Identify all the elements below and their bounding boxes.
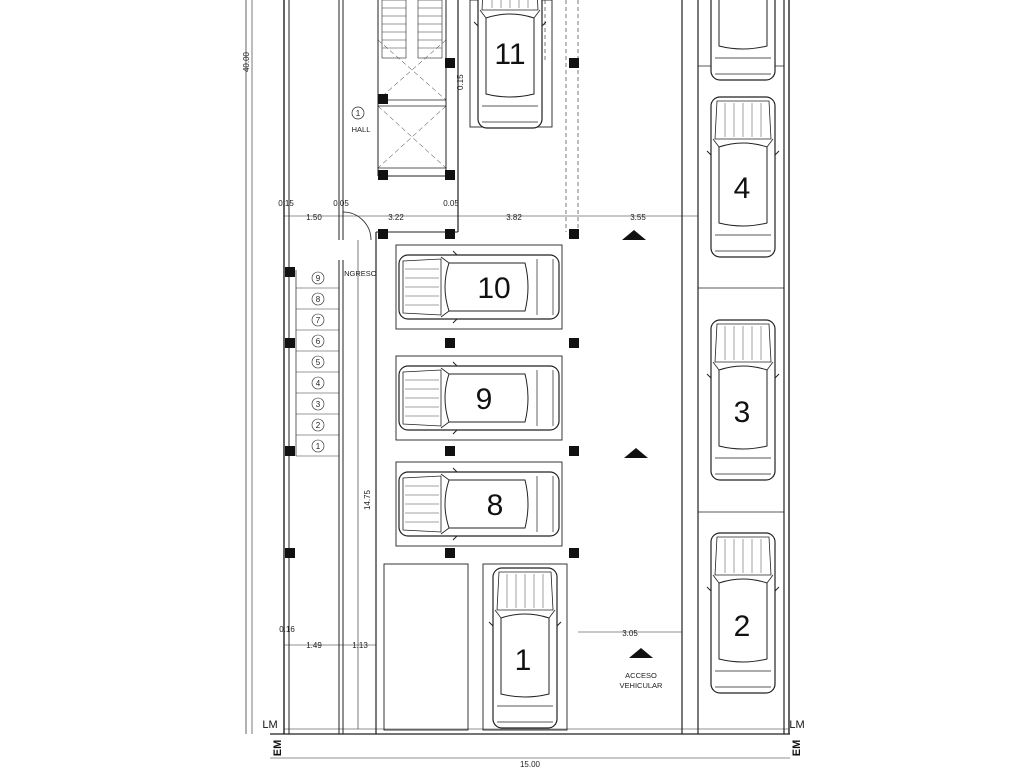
dim-stair-gap: 0.15 bbox=[456, 74, 465, 90]
vehicle-access-label-1: ACCESO bbox=[625, 671, 657, 680]
step-label: 1 bbox=[316, 442, 321, 451]
entrance-door: INGRESO bbox=[342, 211, 377, 278]
step-label: 7 bbox=[316, 316, 321, 325]
space-number-8: 8 bbox=[487, 489, 504, 522]
space-number-9: 9 bbox=[476, 383, 493, 416]
dim-top-c: 0.05 bbox=[333, 199, 349, 208]
step-label: 2 bbox=[316, 421, 321, 430]
entrance-label: INGRESO bbox=[342, 269, 377, 278]
columns bbox=[285, 58, 579, 558]
cars bbox=[398, 0, 780, 729]
dim-total-depth: 40.00 bbox=[242, 51, 251, 72]
step-label: 5 bbox=[316, 358, 321, 367]
step-label: 4 bbox=[316, 379, 321, 388]
lm-label-left: LM bbox=[262, 719, 277, 731]
space-number-2: 2 bbox=[734, 610, 751, 643]
hall-label: HALL bbox=[352, 125, 371, 134]
space-number-11: 11 bbox=[494, 38, 525, 71]
step-label: 9 bbox=[316, 274, 321, 283]
dim-top-e: 0.05 bbox=[443, 199, 459, 208]
dim-ramp-width: 3.05 bbox=[622, 629, 638, 638]
space-number-1: 1 bbox=[515, 644, 532, 677]
dim-top-b: 1.50 bbox=[306, 213, 322, 222]
dim-top-f: 3.82 bbox=[506, 213, 522, 222]
lm-label-right: LM bbox=[789, 719, 804, 731]
space-number-4: 4 bbox=[734, 172, 751, 205]
step-label: 6 bbox=[316, 337, 321, 346]
em-label-left: EM bbox=[272, 740, 284, 757]
dim-inner-length: 14.75 bbox=[363, 489, 372, 510]
space-number-3: 3 bbox=[734, 396, 751, 429]
dimension-lines bbox=[251, 0, 790, 759]
car-top-right bbox=[706, 0, 780, 81]
em-label-right: EM bbox=[791, 740, 803, 757]
dim-top-g: 3.55 bbox=[630, 213, 646, 222]
dim-bot-a: 0.16 bbox=[279, 625, 295, 634]
step-label: 3 bbox=[316, 400, 321, 409]
ramp-steps: 9 8 7 6 5 4 3 2 1 bbox=[295, 270, 340, 457]
dim-bot-b: 1.49 bbox=[306, 641, 322, 650]
dim-top-a: 0.15 bbox=[278, 199, 294, 208]
vehicle-access-label-2: VEHICULAR bbox=[620, 681, 664, 690]
stair-hall-block: 1 HALL 0.15 bbox=[352, 0, 465, 177]
hall-number: 1 bbox=[356, 109, 361, 118]
car-8 bbox=[398, 467, 560, 541]
dim-top-d: 3.22 bbox=[388, 213, 404, 222]
space-number-10: 10 bbox=[477, 272, 510, 305]
dim-total-width: 15.00 bbox=[520, 760, 541, 768]
space-numbers: 11 4 3 2 1 10 9 8 bbox=[476, 38, 751, 677]
step-label: 8 bbox=[316, 295, 321, 304]
direction-arrows bbox=[622, 230, 653, 658]
dim-bot-c: 1.13 bbox=[352, 641, 368, 650]
